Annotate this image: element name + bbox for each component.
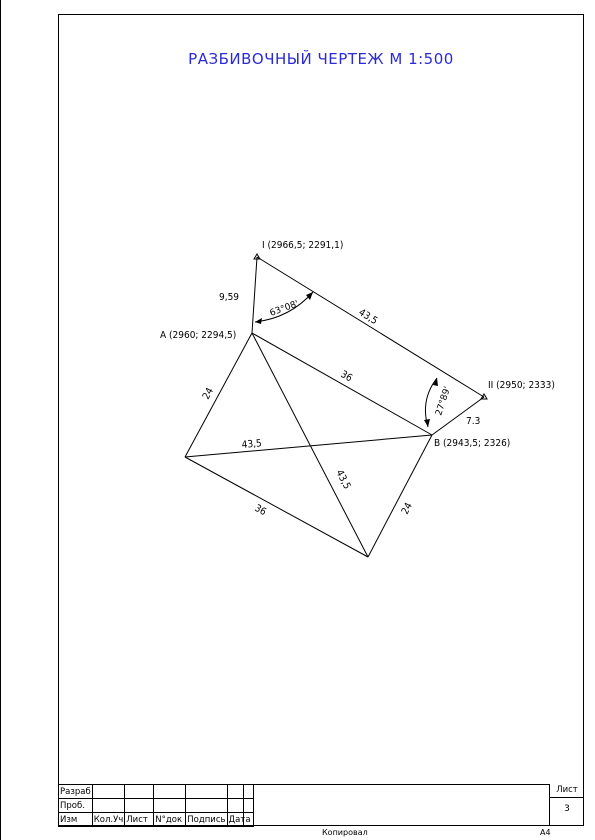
dim-A-left: 24 — [201, 386, 216, 402]
stamp-cell: N°док — [153, 812, 187, 827]
stamp-cell — [124, 784, 155, 799]
copied-by-label: Копировал — [322, 828, 368, 837]
stamp-cell: Изм — [58, 812, 93, 827]
marker-II — [480, 393, 488, 400]
stamp-cell — [91, 798, 126, 813]
stamp-cell — [124, 798, 155, 813]
stamp-cell — [153, 798, 187, 813]
angle-label-B: 27°89' — [434, 385, 453, 417]
title-block-main-field — [243, 784, 549, 826]
stamp-cell — [153, 784, 187, 799]
sheet-label: Лист — [550, 784, 584, 798]
angle-label-A: 63°08' — [269, 299, 301, 319]
line-I-II — [256, 256, 485, 398]
line-left-B — [184, 434, 433, 458]
drawing-frame — [58, 14, 584, 826]
point-label-I: I (2966,5; 2291,1) — [262, 240, 343, 251]
dim-I-A: 9,59 — [219, 292, 239, 303]
line-A-left — [184, 332, 253, 458]
point-label-B: B (2943,5; 2326) — [434, 438, 510, 449]
arrowhead-B1 — [433, 378, 438, 386]
stamp-row-developer: Разраб — [58, 784, 254, 799]
format-label: А4 — [540, 828, 551, 837]
stamp-cell — [185, 798, 228, 813]
stamp-cell: Дата — [226, 812, 254, 827]
stamp-row-checked: Проб. — [58, 798, 254, 813]
dim-A-bottom: 43,5 — [333, 468, 352, 491]
stamp-cell: Кол.Уч — [91, 812, 126, 827]
stamp-cell — [91, 784, 126, 799]
line-left-bottom — [184, 456, 369, 558]
stamp-cell: Разраб — [58, 784, 93, 799]
sheet-number: 3 — [564, 804, 570, 814]
stamp-cell — [185, 784, 228, 799]
point-label-A: A (2960; 2294,5) — [160, 330, 236, 341]
sheet-number-box: Лист 3 — [549, 784, 584, 826]
dim-left-bottom: 36 — [253, 503, 269, 518]
dim-bottom-B: 24 — [400, 501, 415, 516]
stamp-row-header: Изм Кол.Уч Лист N°док Подпись Дата — [58, 812, 254, 827]
stamp-cell: Проб. — [58, 798, 93, 813]
dim-II-B: 7.3 — [466, 416, 480, 427]
line-II-B — [431, 396, 485, 436]
line-A-bottom — [251, 332, 369, 558]
dim-A-B: 36 — [339, 369, 355, 384]
dim-left-B: 43,5 — [241, 438, 262, 451]
stamp-cell: Лист — [124, 812, 155, 827]
title-block: Разраб Проб. Изм Кол.Уч Лист N°док Подпи… — [58, 784, 584, 827]
line-bottom-B — [367, 434, 433, 558]
page-edge — [0, 0, 1, 840]
arrowhead-A2 — [306, 292, 313, 300]
stamp-cell: Подпись — [185, 812, 228, 827]
dim-I-II: 43,5 — [356, 307, 379, 327]
drawing-title: РАЗБИВОЧНЫЙ ЧЕРТЕЖ М 1:500 — [188, 50, 454, 68]
arrowhead-A1 — [255, 318, 262, 324]
point-label-II: II (2950; 2333) — [488, 380, 555, 391]
arrowhead-B2 — [424, 419, 430, 427]
line-A-B — [251, 332, 433, 436]
line-I-A — [251, 256, 258, 334]
title-block-table: Разраб Проб. Изм Кол.Уч Лист N°док Подпи… — [58, 784, 254, 827]
marker-I — [253, 253, 261, 260]
